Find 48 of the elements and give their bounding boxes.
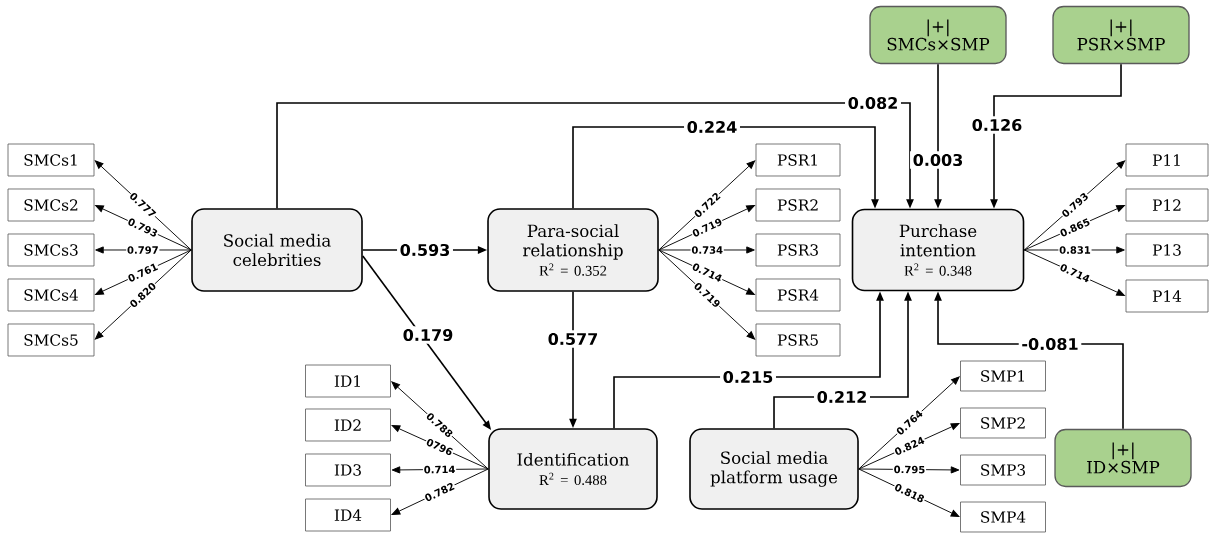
loading-label: 0796 bbox=[424, 436, 455, 458]
loading-label: 0.797 bbox=[126, 245, 160, 255]
construct-box: Identification R$^{2}$ = 0.488 bbox=[488, 428, 658, 510]
path-coefficient: 0.215 bbox=[720, 368, 776, 386]
indicator-box: ID4 bbox=[305, 498, 391, 532]
loading-label: 0.734 bbox=[690, 245, 724, 255]
indicator-box: SMCs3 bbox=[7, 233, 95, 267]
indicator-box: ID2 bbox=[305, 408, 391, 442]
path-coefficient: -0.081 bbox=[1018, 335, 1082, 353]
loading-label: 0.714 bbox=[422, 464, 457, 475]
loading-label: 0.795 bbox=[892, 464, 927, 475]
indicator-box: P14 bbox=[1125, 279, 1209, 313]
indicator-box: ID1 bbox=[305, 364, 391, 398]
construct-box: Para-social relationship R$^{2}$ = 0.352 bbox=[487, 208, 659, 292]
path-coefficient: 0.082 bbox=[845, 94, 901, 112]
indicator-box: P11 bbox=[1125, 143, 1209, 177]
path-coefficient: 0.126 bbox=[969, 116, 1025, 134]
indicator-box: PSR1 bbox=[755, 143, 841, 177]
path-coefficient: 0.224 bbox=[684, 118, 740, 136]
construct-box: Social media celebrities bbox=[191, 208, 363, 292]
indicator-box: P13 bbox=[1125, 233, 1209, 267]
path-coefficient: 0.212 bbox=[814, 388, 870, 406]
indicator-box: PSR5 bbox=[755, 323, 841, 357]
path-coefficient: 0.003 bbox=[910, 151, 966, 169]
moderator-box: |+| ID×SMP bbox=[1054, 428, 1192, 488]
indicator-box: SMCs1 bbox=[7, 143, 95, 177]
path-coefficient: 0.179 bbox=[400, 326, 456, 344]
indicator-box: PSR4 bbox=[755, 278, 841, 312]
indicator-box: P12 bbox=[1125, 188, 1209, 222]
indicator-box: SMP2 bbox=[960, 407, 1046, 439]
indicator-box: SMCs2 bbox=[7, 188, 95, 222]
loading-label: 0.831 bbox=[1058, 245, 1092, 255]
indicator-box: PSR3 bbox=[755, 233, 841, 267]
moderator-box: |+| PSR×SMP bbox=[1052, 5, 1190, 65]
indicator-box: ID3 bbox=[305, 453, 391, 487]
indicator-box: SMCs4 bbox=[7, 278, 95, 312]
moderator-box: |+| SMCs×SMP bbox=[869, 5, 1007, 65]
construct-box: Purchase intention R$^{2}$ = 0.348 bbox=[851, 208, 1025, 292]
indicator-box: SMP4 bbox=[960, 501, 1046, 533]
path-coefficient: 0.593 bbox=[397, 241, 453, 259]
indicator-box: SMP1 bbox=[960, 360, 1046, 392]
construct-box: Social media platform usage bbox=[689, 428, 859, 510]
arrow bbox=[572, 126, 879, 209]
arrow bbox=[276, 102, 914, 209]
indicator-box: SMCs5 bbox=[7, 323, 95, 357]
path-coefficient: 0.577 bbox=[545, 330, 601, 348]
indicator-box: SMP3 bbox=[960, 454, 1046, 486]
indicator-box: PSR2 bbox=[755, 188, 841, 222]
